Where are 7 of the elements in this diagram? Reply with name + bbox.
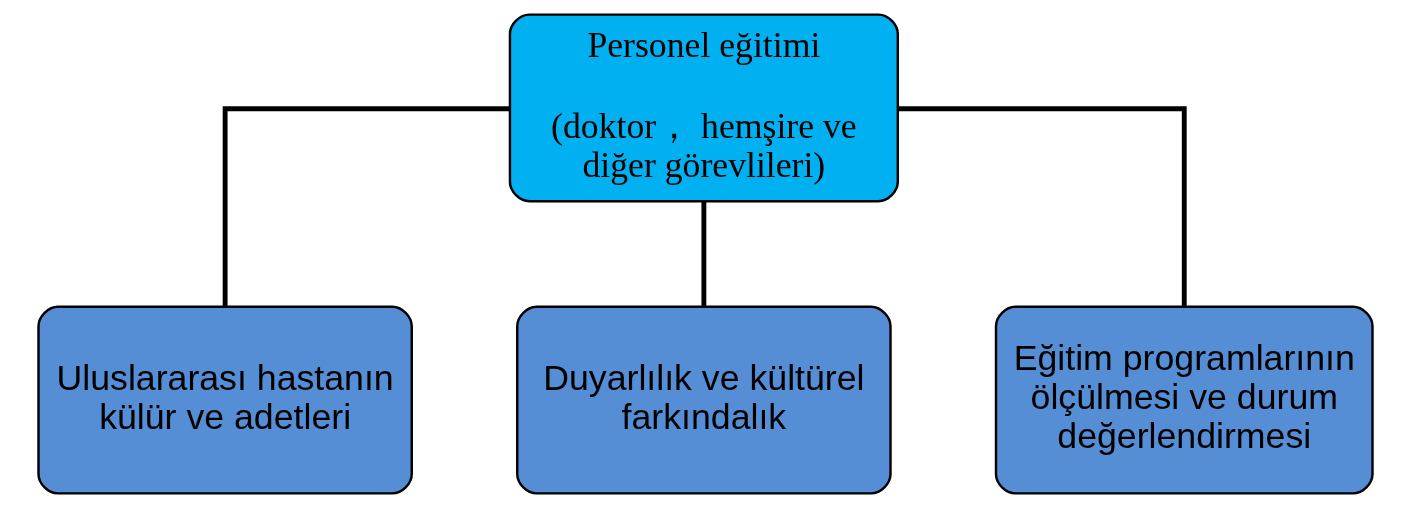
- node-box: Duyarlılık ve kültürel farkındalık: [515, 305, 892, 495]
- node-box: Eğitim programlarının ölçülmesi ve durum değerlendirmesi: [994, 305, 1374, 495]
- connector: [222, 106, 510, 307]
- connector: [700, 201, 706, 307]
- node-box: Personel eğitimi (doktor， hemşire ve diğer görevlileri): [508, 13, 899, 203]
- connector: [897, 106, 1187, 307]
- node-box: Uluslararası hastanın külür ve adetleri: [36, 305, 413, 495]
